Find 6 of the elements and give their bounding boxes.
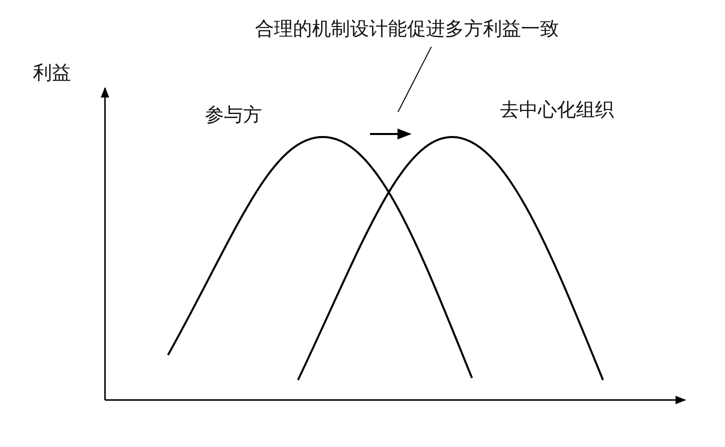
curve-label: 参与方 bbox=[205, 104, 262, 127]
axis-label: 利益 bbox=[33, 62, 71, 85]
callout-text: 合理的机制设计能促进多方利益一致 bbox=[255, 18, 559, 41]
curve-label: 去中心化组织 bbox=[500, 99, 614, 122]
direction-arrow bbox=[370, 128, 412, 140]
leader-line bbox=[398, 46, 432, 112]
